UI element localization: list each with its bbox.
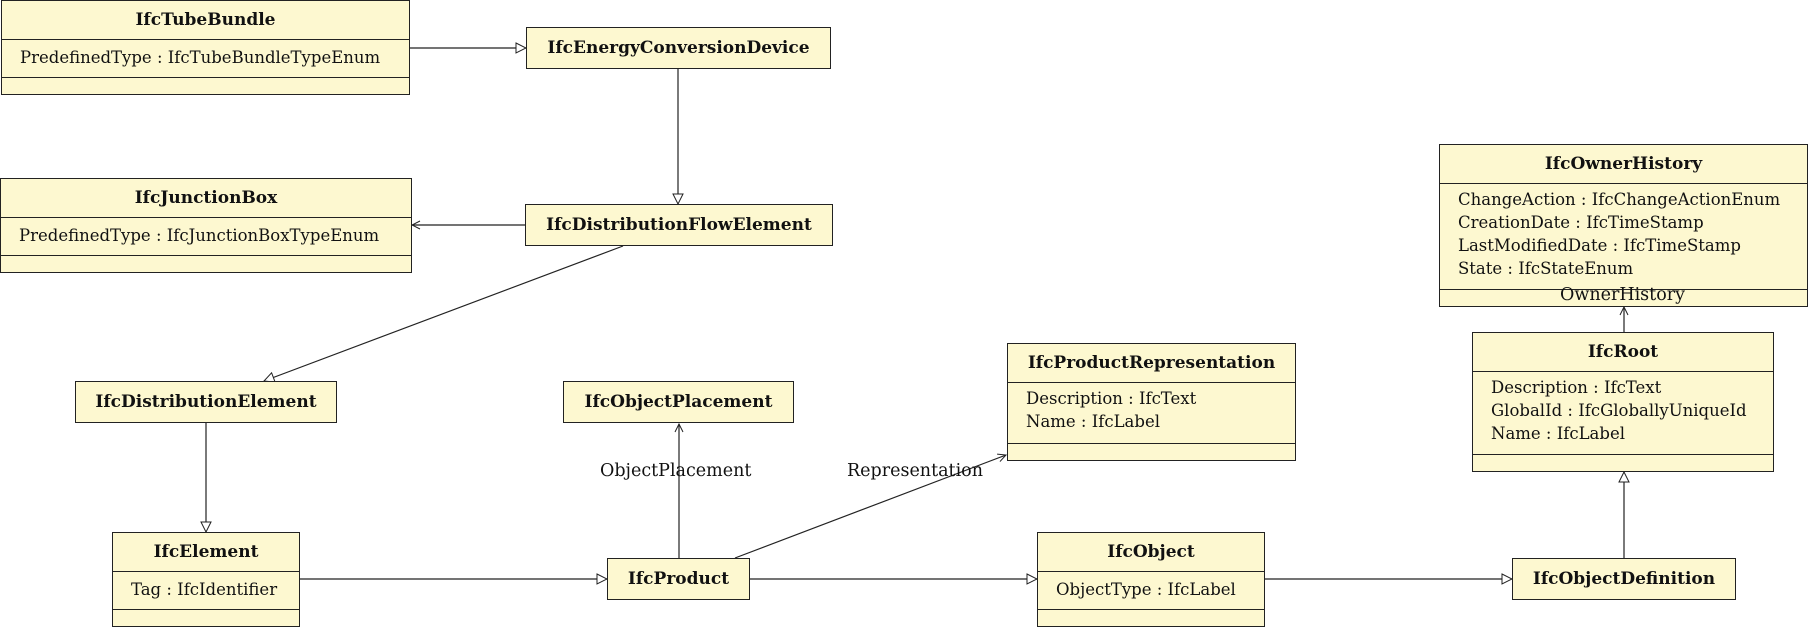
attribute: PredefinedType : IfcJunctionBoxTypeEnum [19,226,380,245]
attribute: Description : IfcText [1491,378,1662,397]
operation-section [1038,609,1264,627]
class-name: IfcDistributionElement [95,392,317,412]
attribute: PredefinedType : IfcTubeBundleTypeEnum [20,48,381,67]
class-name: IfcObjectPlacement [584,392,773,412]
operation-section [1008,443,1295,461]
operation-section [1,255,411,273]
attribute-section: Tag : IfcIdentifier [113,571,299,609]
class-name: IfcElement [153,542,259,562]
attribute-section: PredefinedType : IfcJunctionBoxTypeEnum [1,217,411,255]
class-ifctubebundle[interactable]: IfcTubeBundle PredefinedType : IfcTubeBu… [1,0,410,95]
attribute: GlobalId : IfcGloballyUniqueId [1491,401,1747,420]
attribute: ChangeAction : IfcChangeActionEnum [1458,190,1781,209]
class-ifcdistributionflowelement[interactable]: IfcDistributionFlowElement [525,204,833,246]
attribute: CreationDate : IfcTimeStamp [1458,213,1704,232]
class-ifcownerhistory[interactable]: IfcOwnerHistory ChangeAction : IfcChange… [1439,144,1808,307]
class-name: IfcObject [1107,542,1195,562]
operation-section [1473,454,1773,472]
class-name: IfcTubeBundle [135,10,276,30]
class-name: IfcProduct [627,569,730,589]
class-ifcroot[interactable]: IfcRoot Description : IfcText GlobalId :… [1472,332,1774,472]
class-ifcdistributionelement[interactable]: IfcDistributionElement [75,381,337,423]
class-ifcobjectplacement[interactable]: IfcObjectPlacement [563,381,794,423]
class-ifcobject[interactable]: IfcObject ObjectType : IfcLabel [1037,532,1265,627]
class-name: IfcDistributionFlowElement [546,215,812,235]
class-name: IfcEnergyConversionDevice [547,38,810,58]
class-name: IfcJunctionBox [134,188,278,208]
class-name: IfcRoot [1587,342,1659,362]
class-ifcproductrepresentation[interactable]: IfcProductRepresentation Description : I… [1007,343,1296,461]
attribute: LastModifiedDate : IfcTimeStamp [1458,236,1741,255]
attribute: Name : IfcLabel [1026,412,1160,431]
association-product-representation [734,455,1006,559]
attribute: State : IfcStateEnum [1458,259,1634,278]
class-ifcjunctionbox[interactable]: IfcJunctionBox PredefinedType : IfcJunct… [0,178,412,273]
attribute: Name : IfcLabel [1491,424,1625,443]
attribute: Description : IfcText [1026,389,1197,408]
class-ifcproduct[interactable]: IfcProduct [607,558,750,600]
attribute-section: ObjectType : IfcLabel [1038,571,1264,609]
generalization-distributionflowelement-to-distributionelement [264,245,624,381]
attribute: ObjectType : IfcLabel [1056,580,1236,599]
association-label-ownerhistory: OwnerHistory [1560,285,1685,305]
class-name: IfcOwnerHistory [1544,154,1703,174]
class-ifcelement[interactable]: IfcElement Tag : IfcIdentifier [112,532,300,627]
attribute-section: Description : IfcText Name : IfcLabel [1008,382,1295,443]
attribute-section: ChangeAction : IfcChangeActionEnum Creat… [1440,183,1807,289]
class-name: IfcProductRepresentation [1027,353,1276,373]
attribute-section: PredefinedType : IfcTubeBundleTypeEnum [2,39,409,77]
attribute-section: Description : IfcText GlobalId : IfcGlob… [1473,371,1773,454]
attribute: Tag : IfcIdentifier [131,580,278,599]
operation-section [1440,289,1807,307]
class-ifcenergyconversiondevice[interactable]: IfcEnergyConversionDevice [526,27,831,69]
class-ifcobjectdefinition[interactable]: IfcObjectDefinition [1512,558,1736,600]
association-label-objectplacement: ObjectPlacement [600,461,752,481]
class-name: IfcObjectDefinition [1532,569,1716,589]
operation-section [113,609,299,627]
operation-section [2,77,409,95]
association-label-representation: Representation [847,461,983,481]
